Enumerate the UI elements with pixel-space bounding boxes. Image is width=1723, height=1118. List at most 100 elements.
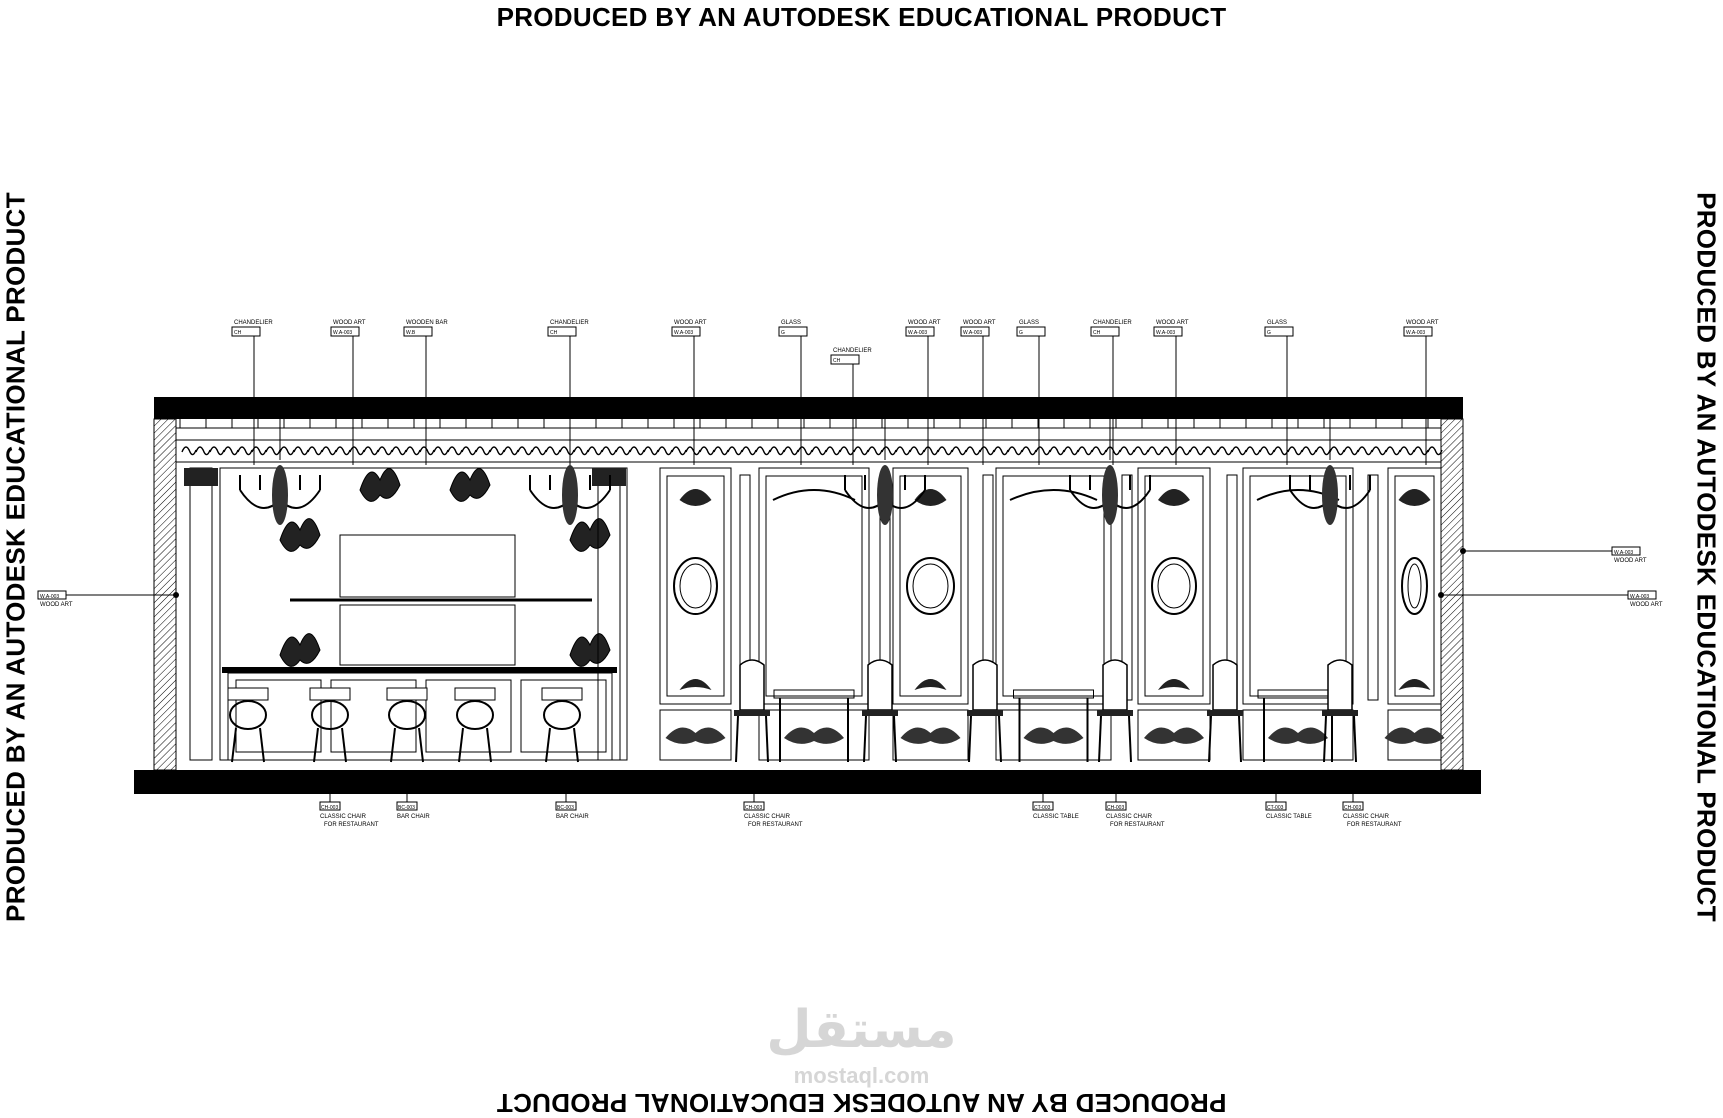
panel-frame	[1242, 467, 1354, 705]
classic-chair-leg	[1353, 715, 1357, 763]
bar-ornament	[359, 468, 401, 502]
callout-sublabel: FOR RESTAURANT	[1110, 822, 1165, 828]
frieze-scroll	[1301, 446, 1317, 456]
chandelier	[529, 419, 611, 525]
frieze-scroll	[741, 446, 757, 456]
callout-tag-box	[547, 326, 577, 337]
frieze-scroll	[979, 446, 995, 456]
frieze-scroll	[895, 446, 911, 456]
callout-code: W.A-003	[1406, 330, 1425, 336]
chandelier-body	[877, 465, 893, 525]
wall-panel	[659, 467, 732, 761]
panel-inner-frame	[1394, 475, 1435, 697]
frieze-scroll	[237, 446, 253, 456]
floor-beam	[134, 770, 1481, 794]
mostaql-url: mostaql.com	[793, 1063, 930, 1088]
frieze-scroll	[769, 446, 785, 456]
callout-label: CHANDELIER	[1093, 320, 1132, 326]
frieze-scroll	[965, 446, 981, 456]
panel-base-ornament	[1398, 679, 1431, 690]
callout-dot	[173, 592, 179, 598]
frieze-scroll	[377, 446, 393, 456]
panel-inner-frame	[899, 475, 962, 697]
frieze-scroll	[1329, 446, 1345, 456]
panel-base-ornament	[679, 679, 712, 690]
callout-tag-box	[830, 354, 860, 365]
chandelier-body	[272, 465, 288, 525]
panel-inner-frame	[765, 475, 863, 697]
bar-chair	[454, 687, 496, 763]
callout-label: WOOD ART	[674, 320, 707, 326]
frieze-scroll	[937, 446, 953, 456]
panel-frame	[1137, 467, 1211, 705]
chandelier	[1069, 419, 1151, 525]
bar-chair-leg	[573, 727, 579, 763]
frieze-scroll	[419, 446, 435, 456]
frieze-scroll	[1105, 446, 1121, 456]
panel-frame	[659, 467, 732, 705]
frieze-scroll	[727, 446, 743, 456]
callout-tag-box	[1264, 326, 1294, 337]
dado-ornament	[784, 727, 844, 744]
callout-tag-box	[960, 326, 990, 337]
callout-sublabel: FOR RESTAURANT	[1347, 822, 1402, 828]
frieze-scroll	[1147, 446, 1163, 456]
frieze-scroll	[1077, 446, 1093, 456]
frieze-scroll	[1119, 446, 1135, 456]
callout-code: G	[1267, 330, 1271, 336]
frieze-scroll	[629, 446, 645, 456]
bar-counter-panel	[425, 679, 512, 753]
bar-ornament	[569, 518, 611, 552]
bar-chair-back	[388, 700, 426, 730]
frieze-scroll	[993, 446, 1009, 456]
callout-code: W.A-003	[1614, 550, 1633, 556]
panel-inner-frame	[666, 475, 725, 697]
callout-tag-box	[403, 326, 433, 337]
frieze-scroll	[1259, 446, 1275, 456]
classic-chair	[862, 659, 898, 763]
frieze-scroll	[1175, 446, 1191, 456]
callout-label: WOOD ART	[1630, 602, 1663, 608]
callout-label: WOOD ART	[908, 320, 941, 326]
panel-oval-medallion	[1401, 557, 1428, 615]
bar-chair-back	[311, 700, 349, 730]
callout-label: WOOD ART	[333, 320, 366, 326]
frieze-scroll	[1035, 446, 1051, 456]
callout-tag-box	[1342, 801, 1364, 811]
dado-panel	[1242, 709, 1354, 761]
frieze-scroll	[671, 446, 687, 456]
classic-chair	[734, 659, 770, 763]
frieze-scroll	[321, 446, 337, 456]
panel-oval-inner	[1407, 563, 1422, 609]
callout-label: CLASSIC CHAIR	[744, 814, 791, 820]
frieze-scroll	[307, 446, 323, 456]
callout-code: W.B	[406, 330, 416, 336]
callout-tag-box	[778, 326, 808, 337]
bar-chair-leg	[418, 727, 424, 763]
pilaster-strip	[1367, 474, 1379, 701]
frieze-scroll	[531, 446, 547, 456]
dado-panel	[659, 709, 732, 761]
callout-label: CHANDELIER	[234, 320, 273, 326]
bar-ornament	[279, 518, 321, 552]
watermark-top: PRODUCED BY AN AUTODESK EDUCATIONAL PROD…	[496, 2, 1227, 32]
dado-ornament	[1384, 727, 1445, 744]
classic-chair-leg	[1098, 715, 1102, 763]
callout-code: W.A-003	[40, 594, 59, 600]
callout-tag-box	[1265, 801, 1287, 811]
frieze-scroll	[1385, 446, 1401, 456]
callout-tag-box	[1403, 326, 1433, 337]
bar-chair-leg	[313, 727, 319, 763]
panel-crest	[1398, 489, 1431, 506]
wall-panel	[758, 467, 870, 762]
bar-chair-back	[456, 700, 494, 730]
dado-ornament	[665, 727, 726, 744]
frieze-scroll	[1287, 446, 1303, 456]
